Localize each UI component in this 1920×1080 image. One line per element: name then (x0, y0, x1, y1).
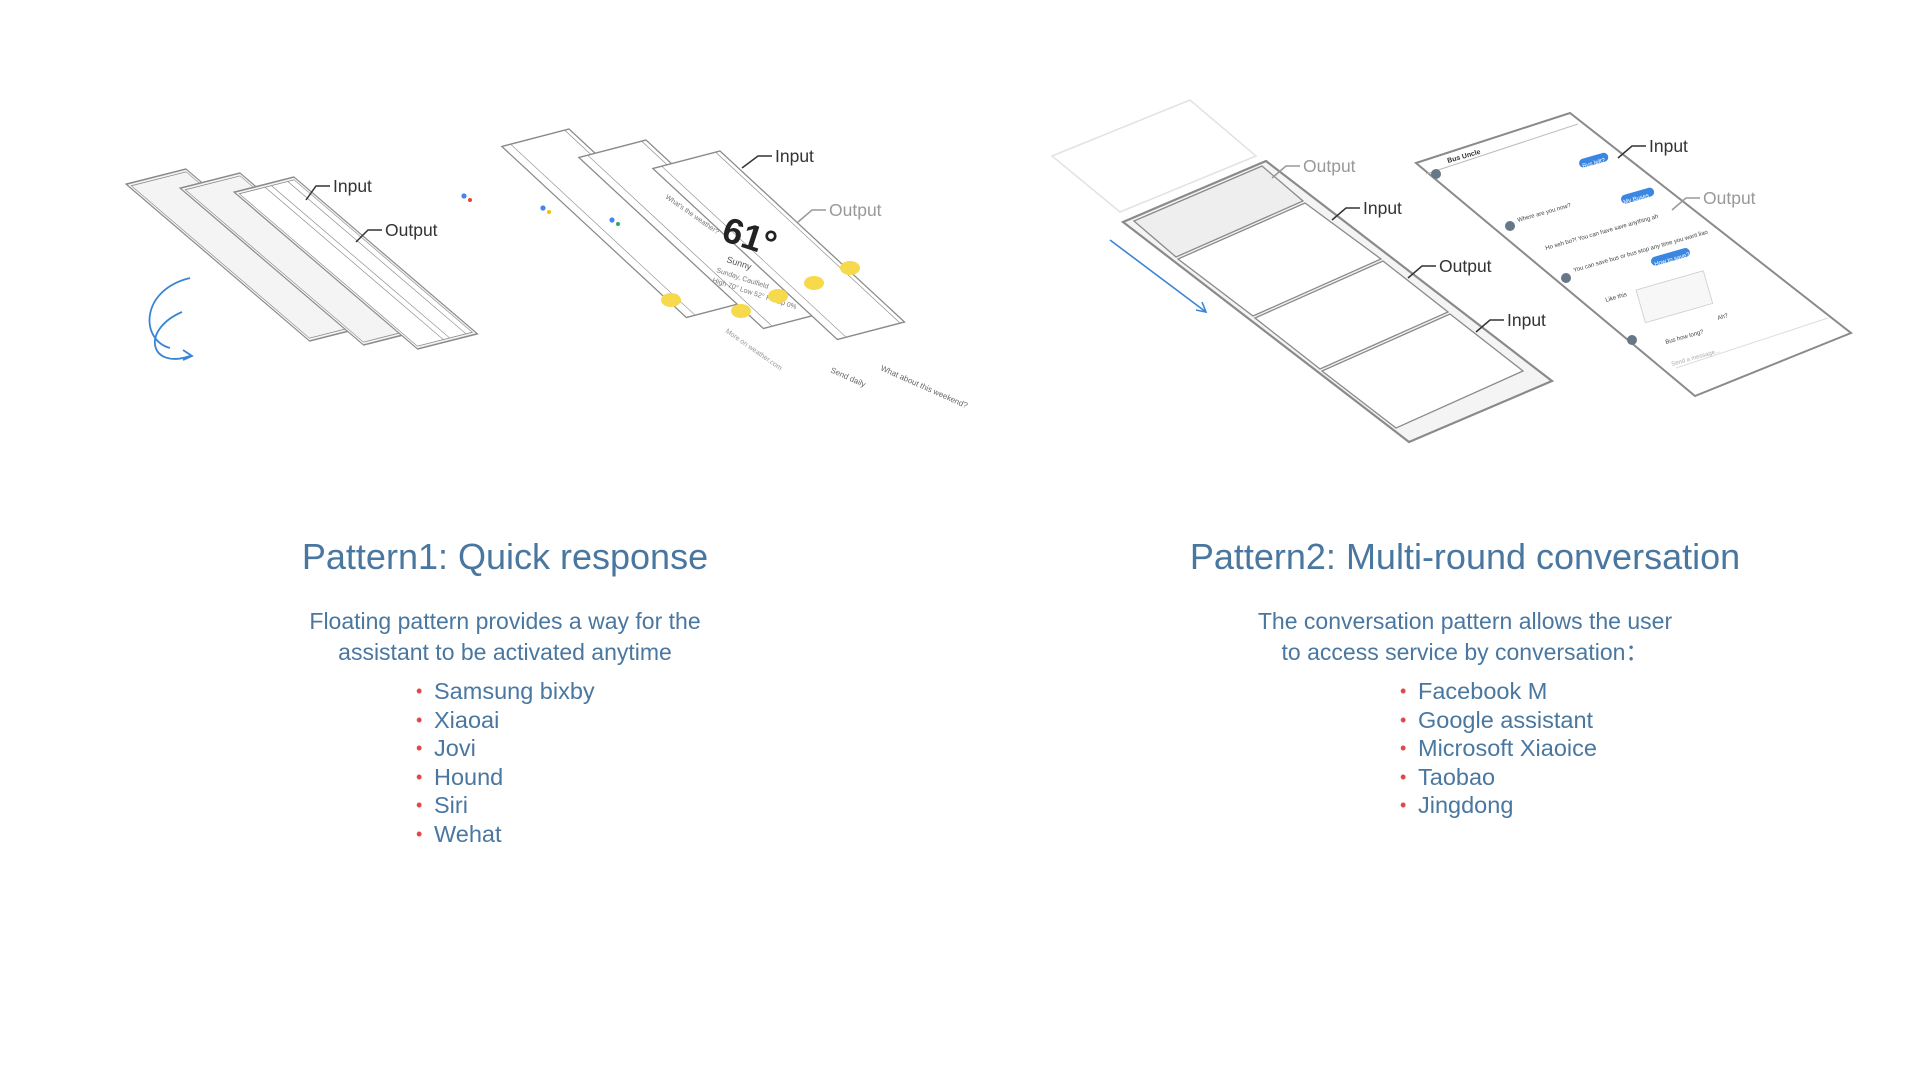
pattern1-description-line: Floating pattern provides a way for the (309, 608, 701, 634)
multi-round-diagram: Output Input Output Input Bus Uncle Bus … (1050, 99, 1853, 444)
list-item-label: Taobao (1418, 763, 1496, 790)
pattern2-description-line: to access service by conversation： (1281, 639, 1649, 665)
sun-icon (768, 289, 788, 303)
conversation-row (1132, 165, 1305, 258)
list-item-label: Wehat (434, 820, 502, 847)
pattern2-title: Pattern2: Multi-round conversation (1189, 536, 1741, 577)
chat-message: Like this (1605, 292, 1628, 304)
assistant-input-label: Input (775, 146, 814, 166)
bullet-icon: • (416, 766, 423, 787)
pattern2-app-list: • Facebook M • Google assistant • Microsoft… (1400, 677, 1597, 820)
chat-bubble-outgoing (1621, 187, 1655, 204)
pattern1-app-list: • Samsung bixby • Xiaoai • Jovi • Hound • Sir… (416, 677, 595, 848)
chat-input-label: Input (1649, 136, 1688, 156)
weather-suggestion-chip: Send daily (829, 366, 867, 389)
chat-message: Ah? (1717, 313, 1730, 322)
list-item-label: Facebook M (1418, 678, 1548, 704)
bullet-icon: • (1400, 766, 1407, 787)
chat-card (1635, 270, 1714, 324)
list-item-label: Samsung bixby (434, 678, 595, 704)
stack-output-label: Output (1439, 256, 1492, 276)
list-item-label: Xiaoai (434, 706, 500, 733)
scroll-arrow-icon (1109, 239, 1208, 314)
avatar (1431, 169, 1441, 179)
conversation-stack (1120, 159, 1555, 444)
chat-screen: Bus Uncle Bus left? My Buses Where are y… (1413, 111, 1853, 398)
list-item-label: Jingdong (1418, 792, 1514, 818)
wireframe-output-label: Output (385, 220, 438, 240)
conversation-row (1320, 313, 1525, 429)
sun-icon (731, 304, 751, 318)
sun-icon (661, 293, 681, 307)
wireframe-stack (124, 168, 479, 350)
sun-icons (661, 261, 860, 318)
bullet-icon: • (1400, 795, 1407, 815)
avatar (1627, 335, 1637, 345)
bullet-icon: • (416, 795, 423, 815)
assistant-screen-stack (500, 128, 906, 341)
chat-bubble-outgoing (1579, 152, 1609, 168)
pattern2-description-line: The conversation pattern allows the user (1257, 608, 1673, 634)
bullet-icon: • (416, 738, 423, 758)
list-item: • Hound (416, 763, 595, 792)
wireframe-screen-front (232, 176, 479, 350)
wireframe-input-label: Input (333, 176, 372, 196)
conversation-row (1176, 202, 1383, 317)
bullet-icon: • (416, 823, 423, 844)
chat-callouts: Input Output (1617, 136, 1756, 211)
conversation-row (1253, 260, 1450, 370)
list-item: • Wehat (416, 820, 595, 849)
list-item: • Microsoft Xiaoice (1400, 734, 1597, 763)
weather-followup: What about this weekend? (879, 364, 969, 411)
list-item-label: Hound (434, 763, 504, 790)
bullet-icon: • (416, 709, 423, 730)
list-item-label: Jovi (434, 735, 476, 761)
list-item: • Siri (416, 791, 595, 820)
stack-output-label: Output (1303, 156, 1356, 176)
pattern1-title: Pattern1: Quick response (301, 536, 709, 577)
list-item: • Facebook M (1400, 677, 1597, 706)
chat-bubble-outgoing (1651, 248, 1690, 266)
assistant-screen-callouts: Input Output (741, 146, 882, 223)
list-item-label: Google assistant (1418, 706, 1594, 733)
list-item: • Jovi (416, 734, 595, 763)
list-item-label: Siri (434, 792, 468, 818)
weather-more-link: More on weather.com (724, 328, 783, 372)
assistant-logo-icon (461, 193, 620, 226)
quick-response-diagram: Input Output 61° Sun (124, 128, 969, 411)
sun-icon (804, 276, 824, 290)
avatar (1561, 273, 1571, 283)
stack-input-label: Input (1507, 310, 1546, 330)
pattern2-description: The conversation pattern allows the user… (1010, 606, 1920, 668)
pattern1-description: Floating pattern provides a way for the … (0, 606, 1010, 668)
assistant-screen-front (651, 150, 906, 341)
list-item: • Xiaoai (416, 706, 595, 735)
assistant-output-label: Output (829, 200, 882, 220)
bullet-icon: • (416, 681, 423, 701)
bullet-icon: • (1400, 681, 1407, 701)
list-item: • Google assistant (1400, 706, 1597, 735)
chat-output-label: Output (1703, 188, 1756, 208)
avatar (1505, 221, 1515, 231)
wireframe-callouts: Input Output (305, 176, 438, 243)
rotate-arrows-icon (148, 277, 194, 361)
bullet-icon: • (1400, 709, 1407, 730)
stack-callouts: Output Input Output Input (1271, 156, 1546, 333)
list-item-label: Microsoft Xiaoice (1418, 735, 1597, 761)
ghost-plane (1050, 99, 1258, 213)
bullet-icon: • (1400, 738, 1407, 758)
stack-input-label: Input (1363, 198, 1402, 218)
list-item: • Samsung bixby (416, 677, 595, 706)
pattern1-description-line: assistant to be activated anytime (338, 639, 672, 665)
sun-icon (840, 261, 860, 275)
list-item: • Jingdong (1400, 791, 1597, 820)
list-item: • Taobao (1400, 763, 1597, 792)
